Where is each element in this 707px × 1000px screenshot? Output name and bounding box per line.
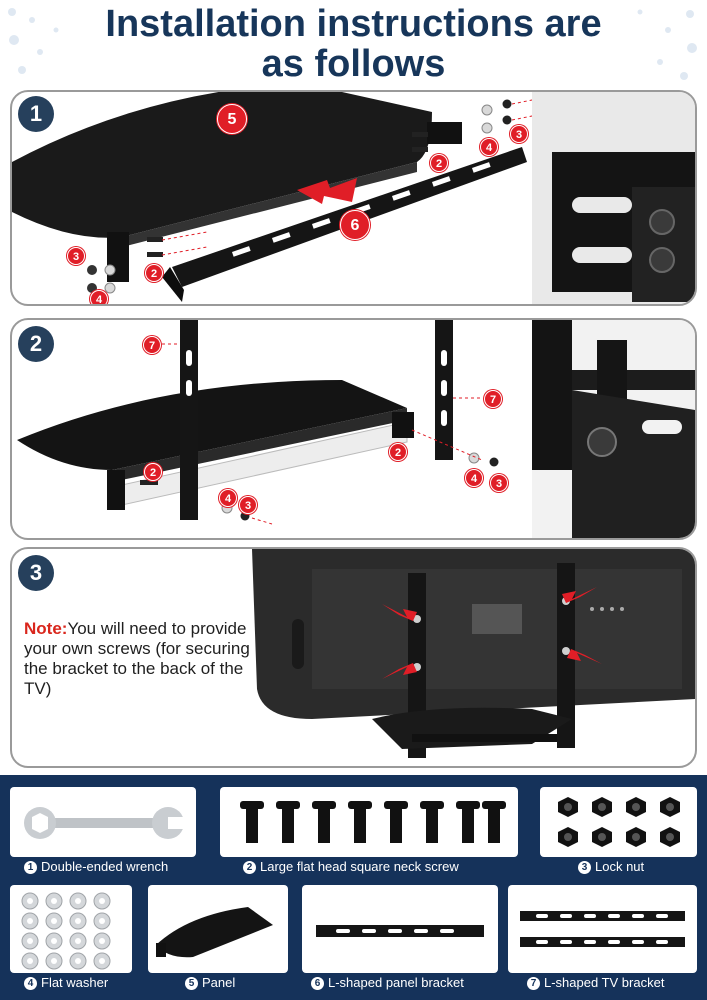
step-1-badge: 1 — [18, 96, 54, 132]
part-nut-caption: 3 Lock nut — [578, 859, 644, 875]
callout-nut-left: 3 — [67, 247, 85, 265]
part-washer-caption: 4 Flat washer — [24, 975, 108, 991]
part-number: 4 — [24, 977, 37, 990]
callout-nut-right: 3 — [510, 125, 528, 143]
part-number: 7 — [527, 977, 540, 990]
step-2-badge: 2 — [18, 326, 54, 362]
step-2-illustration — [17, 320, 695, 538]
parts-list: 1 Double-ended wrench 2 Large flat head sq… — [0, 775, 707, 1000]
step-3-illustration — [252, 549, 695, 758]
part-number: 1 — [24, 861, 37, 874]
callout-tv-bracket-right: 7 — [484, 390, 502, 408]
part-label: L-shaped TV bracket — [544, 975, 665, 990]
part-panel-bracket-card — [302, 885, 498, 973]
part-screw-card — [220, 787, 518, 857]
step-1-panel: 1 5 6 2 3 4 2 4 3 — [10, 90, 697, 306]
part-label: Panel — [202, 975, 236, 990]
panel-icon — [156, 907, 273, 958]
note-text: Note:You will need to provide your own s… — [24, 619, 254, 699]
step-2-panel: 2 7 7 2 2 4 3 4 3 — [10, 318, 697, 540]
flat-washer-icon — [21, 892, 111, 970]
part-number: 3 — [578, 861, 591, 874]
callout-nut-left: 3 — [239, 496, 257, 514]
part-number: 5 — [185, 977, 198, 990]
lock-nut-icon — [558, 797, 680, 847]
callout-washer-right: 4 — [480, 138, 498, 156]
l-shaped-panel-bracket-icon — [316, 925, 484, 937]
callout-washer-left: 4 — [219, 489, 237, 507]
callout-panel: 5 — [217, 104, 247, 134]
callout-screw-left: 2 — [145, 264, 163, 282]
header: Installation instructions are as follows — [0, 0, 707, 88]
part-wrench-card — [10, 787, 196, 857]
page-title-line-2: as follows — [261, 43, 446, 85]
part-panel-bracket-caption: 6 L-shaped panel bracket — [311, 975, 464, 991]
callout-nut-right: 3 — [490, 474, 508, 492]
page-title-line-1: Installation instructions are — [105, 3, 602, 45]
step-3-panel: 3 Note:You will need to provide your own… — [10, 547, 697, 768]
part-washer-card — [10, 885, 132, 973]
part-label: Flat washer — [41, 975, 109, 990]
part-number: 2 — [243, 861, 256, 874]
callout-panel-bracket: 6 — [340, 210, 370, 240]
part-screw-caption: 2 Large flat head square neck screw — [243, 859, 459, 875]
l-shaped-tv-bracket-icon — [520, 911, 685, 947]
callout-washer-left: 4 — [90, 290, 108, 304]
part-label: Lock nut — [595, 859, 645, 874]
part-wrench-caption: 1 Double-ended wrench — [24, 859, 168, 875]
step-1-illustration — [12, 92, 695, 304]
part-label: Double-ended wrench — [41, 859, 169, 874]
part-nut-card — [540, 787, 697, 857]
part-number: 6 — [311, 977, 324, 990]
wrench-icon — [24, 807, 190, 839]
decorative-dot-pattern — [8, 8, 697, 80]
part-tv-bracket-caption: 7 L-shaped TV bracket — [527, 975, 664, 991]
screw-icon — [240, 801, 506, 843]
callout-screw-left: 2 — [144, 463, 162, 481]
step-3-badge: 3 — [18, 555, 54, 591]
part-tv-bracket-card — [508, 885, 697, 973]
note-body: You will need to provide your own screws… — [24, 619, 250, 698]
callout-screw-right: 2 — [430, 154, 448, 172]
note-label: Note: — [24, 619, 68, 638]
part-label: L-shaped panel bracket — [328, 975, 464, 990]
callout-tv-bracket-left: 7 — [143, 336, 161, 354]
callout-screw-right: 2 — [389, 443, 407, 461]
part-panel-card — [148, 885, 288, 973]
part-label: Large flat head square neck screw — [260, 859, 459, 874]
callout-washer-right: 4 — [465, 469, 483, 487]
part-panel-caption: 5 Panel — [185, 975, 235, 991]
